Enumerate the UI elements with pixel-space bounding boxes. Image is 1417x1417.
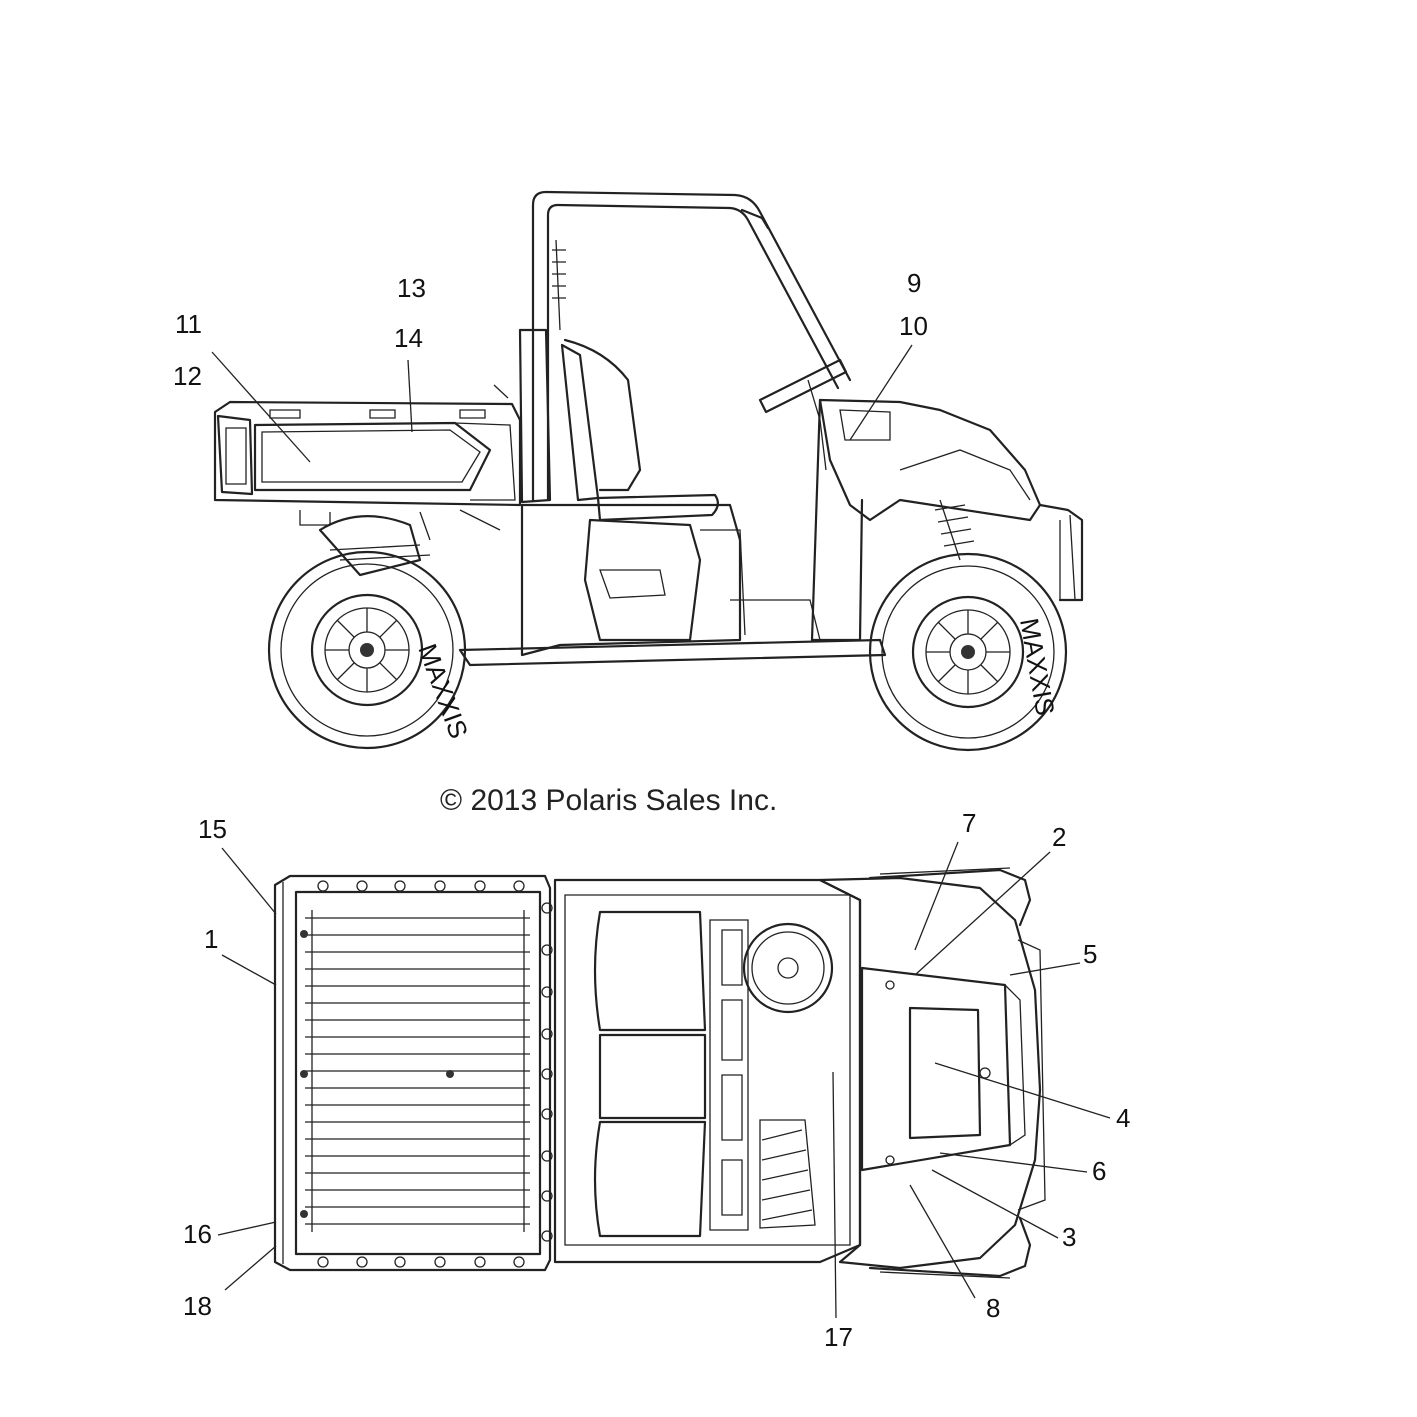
callout-16: 16 (183, 1219, 212, 1249)
callout-1: 1 (204, 924, 218, 954)
callout-3: 3 (1062, 1222, 1076, 1252)
bed-slats (305, 910, 530, 1232)
leader-13 (493, 384, 509, 399)
callout-8: 8 (986, 1293, 1000, 1323)
callout-7: 7 (962, 808, 976, 838)
top-view-vehicle (273, 867, 1046, 1279)
rear-wheel (267, 550, 467, 750)
leader-1 (221, 954, 277, 986)
callout-11: 11 (175, 309, 202, 339)
leader-2 (914, 851, 1051, 976)
side-view-vehicle: MAXXIS MAXXIS (213, 190, 1084, 752)
leader-3 (931, 1169, 1059, 1239)
callout-14: 14 (394, 323, 423, 353)
leader-15 (221, 847, 277, 915)
callout-4: 4 (1116, 1103, 1130, 1133)
leader-7 (914, 841, 959, 951)
front-wheel (868, 552, 1068, 752)
copyright-text: © 2013 Polaris Sales Inc. (440, 784, 777, 817)
callout-17: 17 (824, 1322, 853, 1352)
leader-17 (832, 1071, 837, 1319)
callout-5: 5 (1083, 939, 1097, 969)
leader-11-12 (211, 351, 311, 463)
leader-4 (934, 1062, 1111, 1119)
leader-16 (217, 1221, 277, 1236)
leader-9-10 (849, 344, 913, 441)
leader-6 (939, 1152, 1088, 1173)
callout-12: 12 (173, 361, 202, 391)
bed-rim-bolts (300, 880, 553, 1268)
callout-18: 18 (183, 1291, 212, 1321)
leader-14 (407, 359, 413, 433)
callout-15: 15 (198, 814, 227, 844)
callout-13: 13 (397, 273, 426, 303)
callout-9: 9 (907, 268, 921, 298)
callout-6: 6 (1092, 1156, 1106, 1186)
callout-10: 10 (899, 311, 928, 341)
leader-5 (1009, 962, 1081, 976)
leader-18 (224, 1245, 277, 1291)
leader-8 (909, 1184, 976, 1299)
callout-2: 2 (1052, 822, 1066, 852)
